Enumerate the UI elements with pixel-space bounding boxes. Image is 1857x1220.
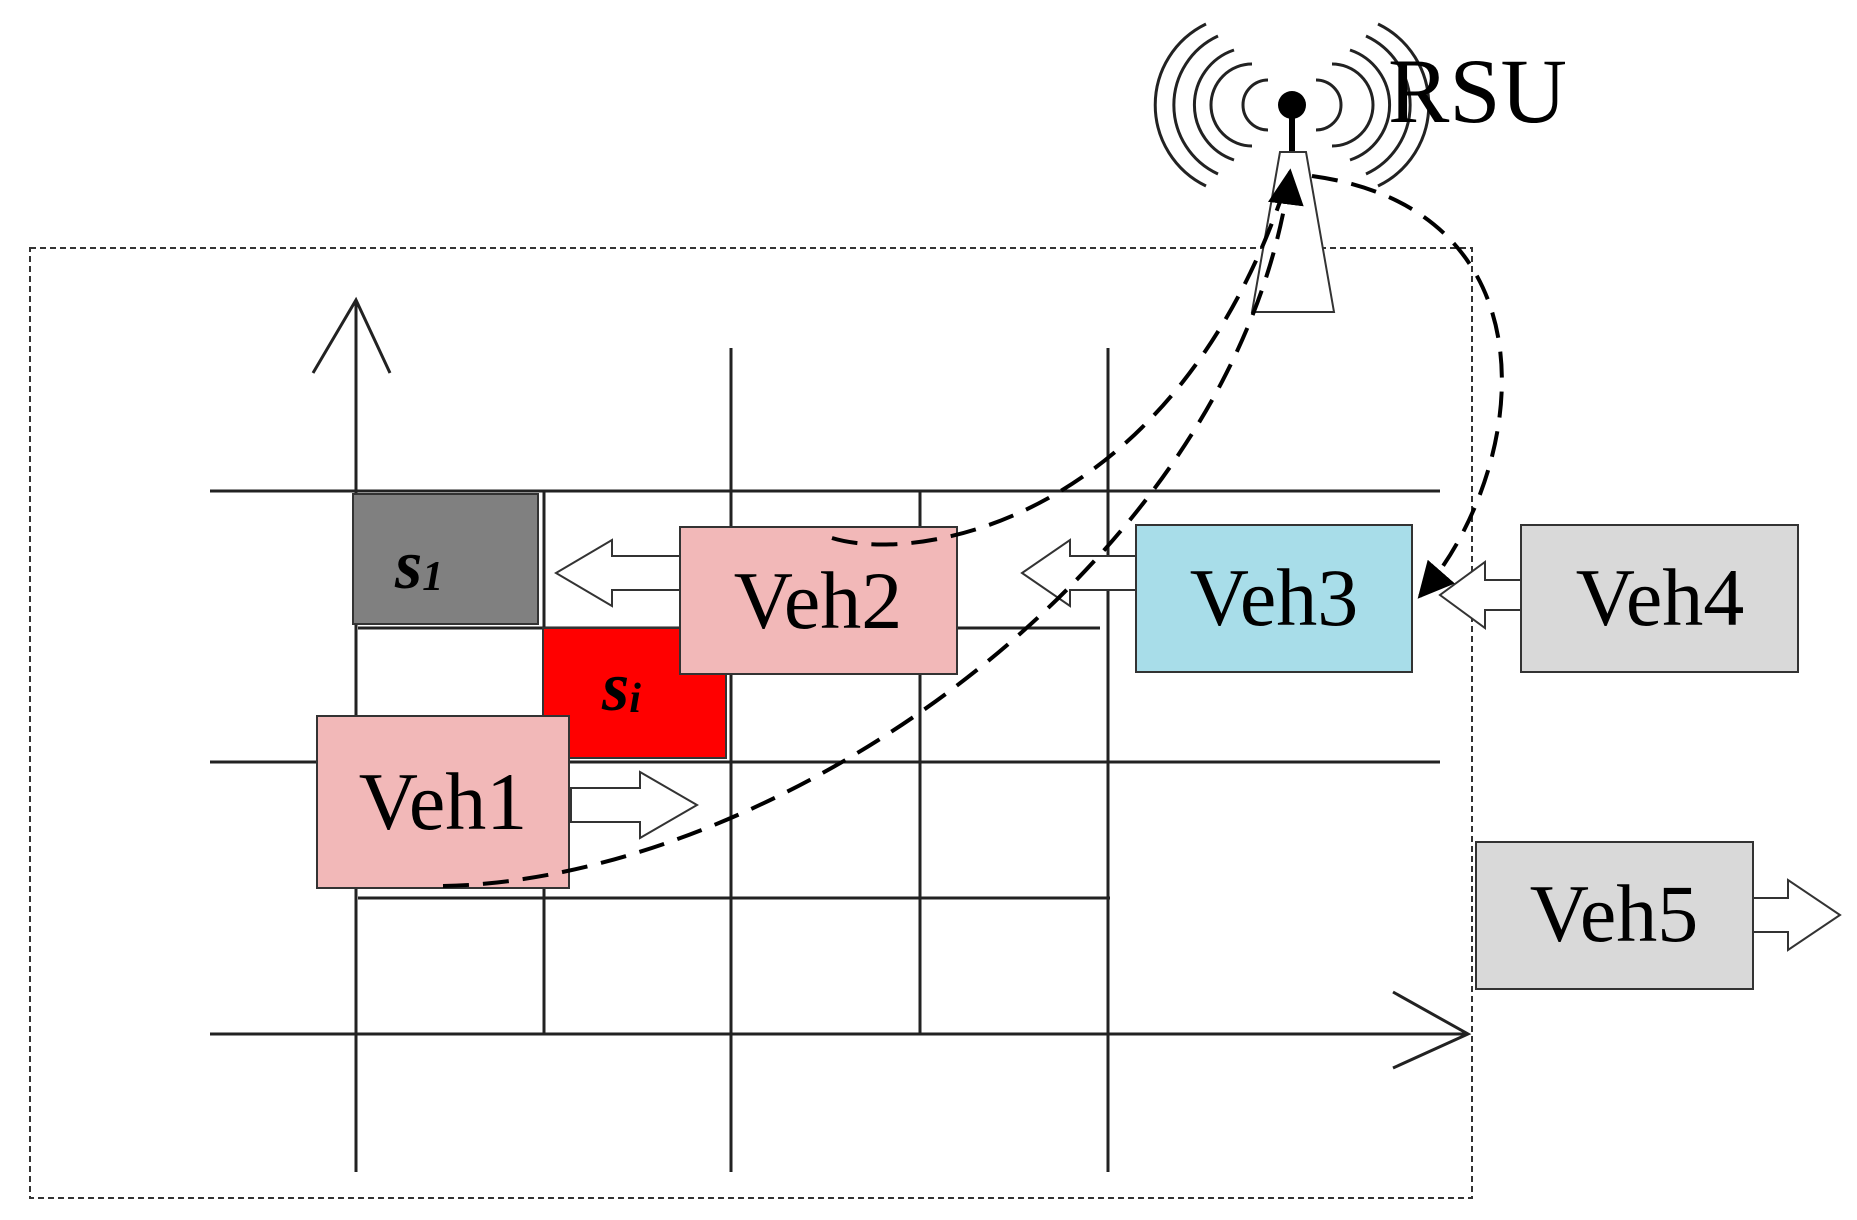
veh3-direction-arrow (1020, 538, 1137, 608)
coverage-area-boundary (29, 247, 1473, 1199)
rsu: RSU (1153, 22, 1567, 313)
veh4-direction-arrow (1438, 560, 1522, 630)
vehicle-veh5-box (1475, 841, 1754, 990)
vehicle-veh2-box (679, 526, 958, 675)
vehicle-veh3-box (1135, 524, 1413, 673)
communication-links (442, 168, 1504, 888)
segment-s1-box (352, 493, 539, 625)
direction-arrows (554, 538, 1842, 952)
vehicle-veh3-label: Veh3 (1190, 552, 1359, 643)
vehicle-veh4-box (1520, 524, 1799, 673)
antenna-tower-icon (1250, 151, 1336, 313)
vehicle-veh2: Veh2 (679, 526, 958, 675)
link-veh1-to-rsu (442, 168, 1304, 888)
segment-si-label-sub: i (629, 676, 641, 722)
veh5-direction-arrow (1752, 878, 1842, 952)
signal-waves-icon (1153, 22, 1431, 188)
vehicle-veh1-label: Veh1 (359, 756, 528, 847)
segment-s1-label: s1 (394, 527, 443, 604)
vehicle-veh4-label: Veh4 (1576, 552, 1745, 643)
x-axis-arrowhead (1392, 990, 1472, 1070)
vehicle-veh5-label: Veh5 (1530, 868, 1699, 959)
segment-s1: s1 (352, 493, 539, 625)
segment-s1-label-base: s (394, 527, 422, 604)
vehicle-veh2-label: Veh2 (734, 555, 903, 646)
veh1-direction-arrow (570, 770, 699, 840)
vehicle-veh4: Veh4 (1520, 524, 1799, 673)
veh2-direction-arrow (554, 538, 681, 608)
rsu-label: RSU (1388, 40, 1567, 142)
segment-si-label: si (601, 649, 641, 726)
segment-si-label-base: s (601, 649, 629, 726)
link-veh2-to-rsu (831, 171, 1292, 547)
vehicle-veh3: Veh3 (1135, 524, 1413, 673)
segment-s1-label-sub: 1 (422, 554, 443, 600)
vehicle-veh5: Veh5 (1475, 841, 1754, 990)
y-axis-arrowhead (311, 296, 392, 374)
vehicle-veh1-box (316, 715, 570, 889)
vehicle-veh1: Veh1 (316, 715, 570, 889)
link-rsu-to-veh3 (1311, 174, 1504, 599)
